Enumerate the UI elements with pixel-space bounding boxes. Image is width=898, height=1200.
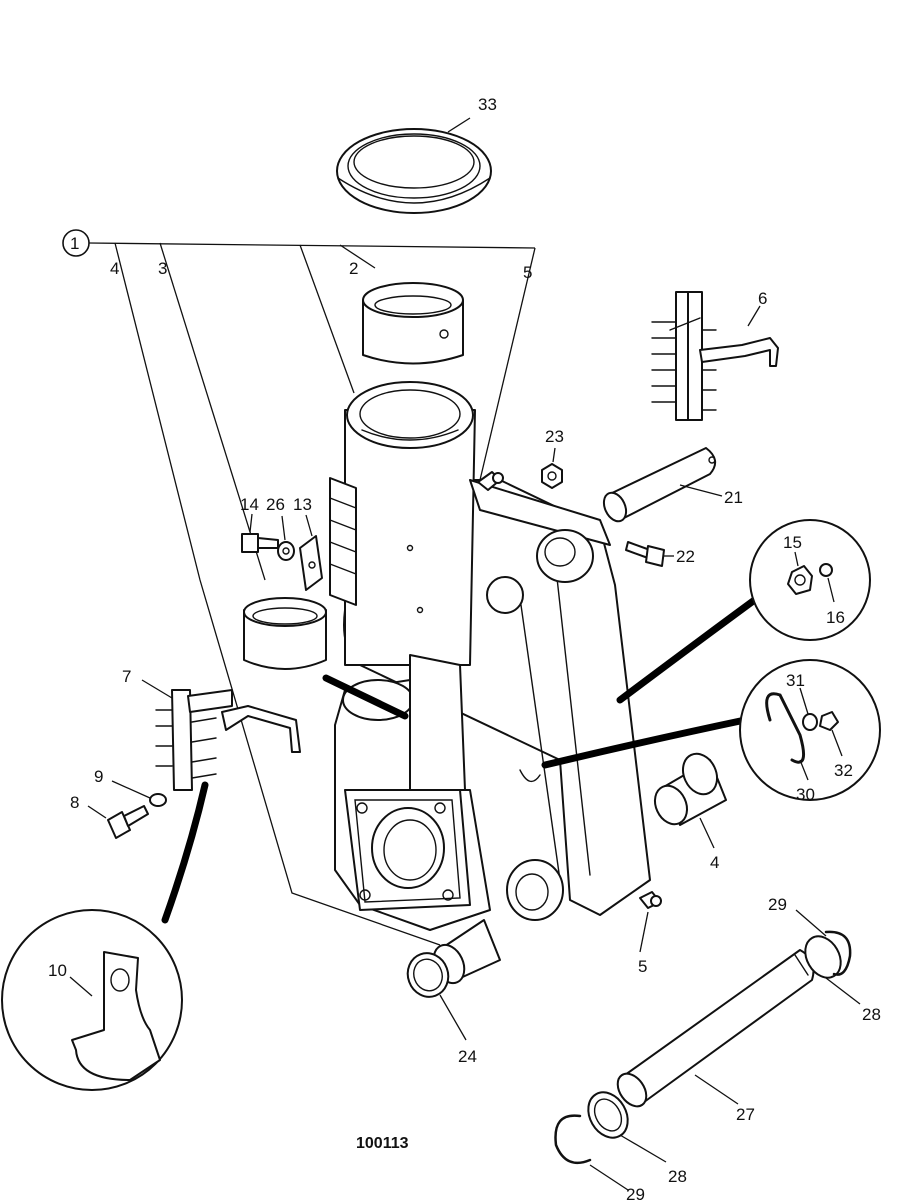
label-8: 8	[70, 793, 79, 812]
label-10: 10	[48, 961, 67, 980]
leader-8	[87, 805, 107, 819]
part-8-bolt	[107, 805, 149, 839]
leader-29-upper	[795, 909, 827, 937]
leader-28-upper	[825, 977, 861, 1005]
label-14: 14	[240, 495, 259, 514]
part-28-washer-upper	[804, 935, 842, 979]
label-28-upper: 28	[862, 1005, 881, 1024]
label-4-top: 4	[110, 259, 119, 278]
leader-16	[827, 577, 835, 603]
label-1: 1	[70, 234, 79, 253]
detail-circle-10	[1, 909, 183, 1091]
label-2: 2	[349, 259, 358, 278]
leader-21	[679, 484, 723, 497]
label-21: 21	[724, 488, 743, 507]
leader-33	[447, 117, 471, 133]
label-33: 33	[478, 95, 497, 114]
label-16: 16	[826, 608, 845, 627]
leader-6	[747, 305, 761, 327]
label-24: 24	[458, 1047, 477, 1066]
label-22: 22	[676, 547, 695, 566]
part-3-lower-bush	[243, 597, 327, 670]
leader-7	[141, 679, 173, 699]
leader-14	[249, 513, 253, 533]
label-30: 30	[796, 785, 815, 804]
leader-9	[111, 780, 151, 799]
leader-15	[794, 551, 799, 567]
leader-30	[799, 759, 809, 781]
label-9: 9	[94, 767, 103, 786]
detail-circle-30-31-32	[739, 659, 881, 801]
part-5-grease-nipple-upper	[477, 471, 504, 491]
label-13: 13	[293, 495, 312, 514]
label-26: 26	[266, 495, 285, 514]
label-29-lower: 29	[626, 1185, 645, 1200]
leader-32	[831, 729, 843, 757]
main-casting-body	[329, 381, 651, 931]
leader-13	[305, 514, 313, 537]
part-33-seal-ring	[336, 128, 492, 214]
part-13-clip	[299, 535, 323, 591]
item-1-kit-bracket	[62, 229, 536, 946]
leader-4	[699, 817, 715, 849]
part-21-pin	[602, 447, 717, 523]
leader-5	[639, 911, 649, 953]
label-32: 32	[834, 761, 853, 780]
drawing-reference-number: 100113	[356, 1135, 409, 1152]
leader-31	[799, 687, 809, 715]
part-23-nut	[541, 463, 563, 489]
part-6-grease-manifold	[651, 291, 779, 421]
callout-stroke-10	[161, 781, 209, 924]
part-7-grease-manifold	[155, 689, 301, 791]
callout-stroke-15	[616, 592, 764, 704]
label-28-lower: 28	[668, 1167, 687, 1186]
leader-26	[281, 515, 286, 541]
label-27: 27	[736, 1105, 755, 1124]
part-28-washer-lower	[587, 1091, 629, 1139]
label-4-right: 4	[710, 853, 719, 872]
leader-23	[552, 447, 556, 463]
leader-24	[439, 994, 467, 1041]
leader-10	[69, 976, 93, 997]
part-5-grease-nipple-lower	[639, 891, 662, 909]
part-29-circlip-upper	[824, 930, 852, 976]
label-15: 15	[783, 533, 802, 552]
callout-stroke-bore	[322, 674, 409, 720]
label-5-top: 5	[523, 263, 532, 282]
detail-circle-15-16	[749, 519, 871, 641]
part-2-upper-bush	[362, 282, 464, 365]
part-4-bush-lower	[432, 919, 501, 985]
label-7: 7	[122, 667, 131, 686]
part-22-bolt	[625, 541, 665, 567]
part-14-bolt	[241, 533, 279, 553]
label-3: 3	[158, 259, 167, 278]
label-23: 23	[545, 427, 564, 446]
part-24-thrust-washer	[406, 952, 450, 998]
leader-27	[694, 1074, 739, 1105]
leader-28-lower	[619, 1134, 667, 1163]
label-6: 6	[758, 289, 767, 308]
leader-29-lower	[589, 1164, 629, 1191]
part-26-washer	[277, 541, 295, 561]
label-31: 31	[786, 671, 805, 690]
part-29-circlip-lower	[554, 1114, 592, 1165]
part-9-washer	[149, 793, 167, 807]
callout-stroke-30	[541, 716, 749, 769]
label-5-bottom: 5	[638, 957, 647, 976]
part-4-bush-right	[653, 752, 727, 826]
label-29-upper: 29	[768, 895, 787, 914]
